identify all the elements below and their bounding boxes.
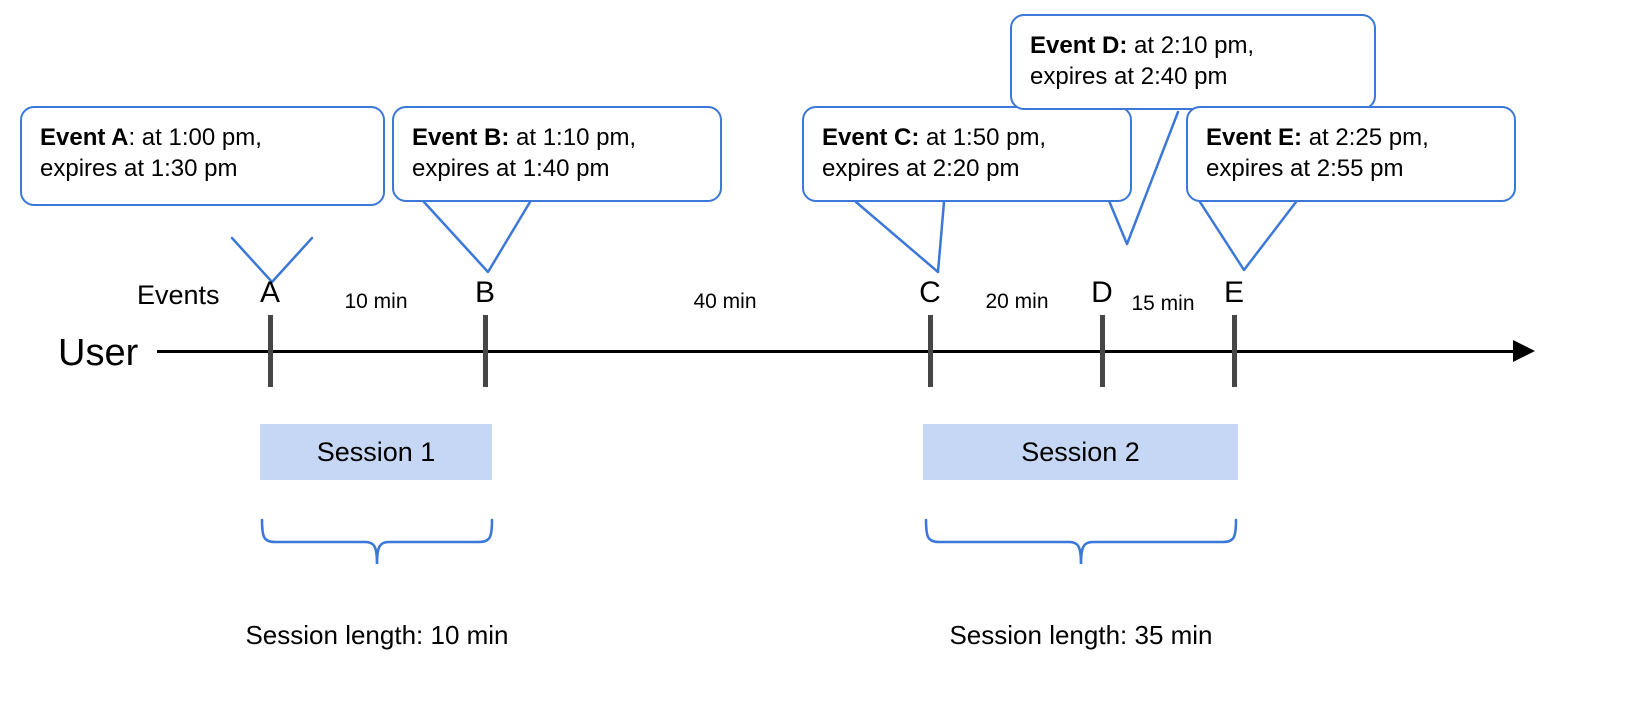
callout-d-time: at 2:10 pm, — [1127, 32, 1255, 59]
callout-b-title: Event B: — [412, 124, 510, 151]
interval-label-c-d: 20 min — [985, 290, 1049, 313]
callout-event-e[interactable]: Event E: at 2:25 pm, expires at 2:55 pm — [1186, 106, 1516, 202]
callout-e-title: Event E: — [1206, 124, 1303, 151]
session-1-brace — [260, 518, 494, 565]
tick-label-d: D — [1091, 276, 1113, 309]
tick-mark-e — [1232, 315, 1237, 387]
tick-mark-b — [483, 315, 488, 387]
callout-c-time: at 1:50 pm, — [919, 124, 1047, 151]
session-2-length-caption: Session length: 35 min — [949, 620, 1213, 650]
user-row-label: User — [58, 332, 139, 374]
timeline-axis — [157, 350, 1515, 353]
tick-label-e: E — [1223, 276, 1244, 309]
timeline-axis-arrow — [1513, 340, 1535, 362]
callout-b-expiry: expires at 1:40 pm — [412, 155, 610, 183]
callout-d-title: Event D: — [1030, 32, 1128, 59]
interval-label-a-b: 10 min — [344, 290, 408, 313]
tick-mark-d — [1100, 315, 1105, 387]
callout-e-expiry: expires at 2:55 pm — [1206, 155, 1404, 183]
tick-label-b: B — [474, 276, 495, 309]
callout-a-title: Event A — [40, 124, 129, 151]
tick-mark-a — [268, 315, 273, 387]
callout-event-a[interactable]: Event A: at 1:00 pm, expires at 1:30 pm — [20, 106, 385, 206]
session-box-1[interactable]: Session 1 — [260, 424, 492, 480]
callout-c-title: Event C: — [822, 124, 920, 151]
tick-label-a: A — [259, 276, 280, 309]
session-box-2[interactable]: Session 2 — [923, 424, 1238, 480]
callout-d-expiry: expires at 2:40 pm — [1030, 63, 1228, 91]
callout-a-expiry: expires at 1:30 pm — [40, 155, 238, 183]
callout-a-time: : at 1:00 pm, — [128, 124, 262, 151]
callout-event-d[interactable]: Event D: at 2:10 pm, expires at 2:40 pm — [1010, 14, 1376, 110]
tick-mark-c — [928, 315, 933, 387]
interval-label-d-e: 15 min — [1131, 292, 1195, 315]
session-1-length-caption: Session length: 10 min — [245, 620, 509, 650]
tick-label-c: C — [919, 276, 941, 309]
callout-event-b[interactable]: Event B: at 1:10 pm, expires at 1:40 pm — [392, 106, 722, 202]
session-2-label: Session 2 — [1021, 436, 1140, 467]
callout-c-expiry: expires at 2:20 pm — [822, 155, 1020, 183]
callout-event-c[interactable]: Event C: at 1:50 pm, expires at 2:20 pm — [802, 106, 1132, 202]
session-1-label: Session 1 — [316, 436, 436, 467]
interval-label-b-c: 40 min — [693, 290, 757, 313]
events-row-label: Events — [137, 280, 220, 310]
callout-e-time: at 2:25 pm, — [1302, 124, 1429, 151]
callout-b-time: at 1:10 pm, — [509, 124, 637, 151]
session-2-brace — [924, 518, 1238, 565]
